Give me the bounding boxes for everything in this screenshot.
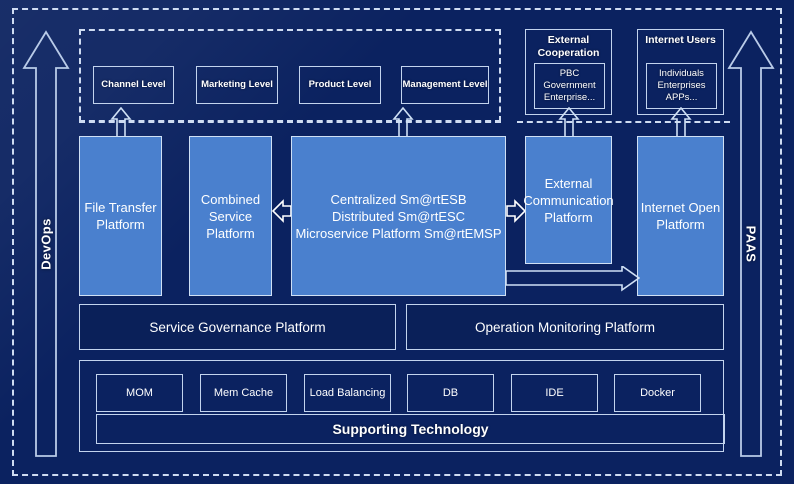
tech-label: Mem Cache	[213, 387, 274, 399]
platform-label: External Communication Platform	[523, 175, 614, 225]
supporting-technology-bar[interactable]: Supporting Technology	[96, 414, 725, 444]
governance-label: Operation Monitoring Platform	[474, 319, 656, 335]
level-box-channel[interactable]: Channel Level	[93, 66, 174, 104]
tech-label: DB	[442, 387, 459, 399]
supporting-technology-label: Supporting Technology	[332, 421, 489, 437]
external-region-divider	[517, 121, 730, 123]
level-box-product[interactable]: Product Level	[299, 66, 381, 104]
internet-users-body-box: Individuals Enterprises APPs...	[646, 63, 717, 109]
devops-arrow-shape	[22, 30, 70, 457]
level-box-management[interactable]: Management Level	[401, 66, 489, 104]
devops-arrow-label: DevOps	[38, 218, 54, 270]
up-arrow-icon-channel	[110, 107, 132, 138]
level-label: Marketing Level	[201, 79, 273, 90]
platform-external-communication[interactable]: External Communication Platform	[523, 136, 614, 264]
governance-label: Service Governance Platform	[149, 319, 326, 335]
right-arrow-icon-core-to-external	[506, 198, 526, 224]
service-governance-platform[interactable]: Service Governance Platform	[79, 304, 396, 350]
tech-item-db[interactable]: DB	[407, 374, 494, 412]
external-cooperation-group[interactable]: External Cooperation PBC Government Ente…	[525, 29, 612, 115]
level-label: Management Level	[402, 79, 488, 90]
up-arrow-icon-management	[392, 107, 414, 138]
paas-arrow-label: PAAS	[743, 225, 759, 263]
platform-core-esb[interactable]: Centralized Sm@rtESB Distributed Sm@rtES…	[291, 136, 506, 296]
level-label: Product Level	[308, 79, 372, 90]
internet-users-title: Internet Users	[645, 34, 716, 46]
platform-label: Internet Open Platform	[640, 200, 721, 232]
platform-label: Centralized Sm@rtESB Distributed Sm@rtES…	[295, 191, 502, 241]
platform-internet-open[interactable]: Internet Open Platform	[637, 136, 724, 296]
tech-label: Docker	[640, 387, 675, 399]
tech-item-mom[interactable]: MOM	[96, 374, 183, 412]
up-arrow-icon-internet-users	[670, 107, 692, 138]
operation-monitoring-platform[interactable]: Operation Monitoring Platform	[406, 304, 724, 350]
left-arrow-icon-core-to-combined	[272, 198, 292, 224]
paas-arrow: PAAS	[727, 28, 775, 460]
level-box-marketing[interactable]: Marketing Level	[196, 66, 278, 104]
tech-item-mem-cache[interactable]: Mem Cache	[200, 374, 287, 412]
external-cooperation-title: External Cooperation	[537, 34, 600, 59]
internet-users-group[interactable]: Internet Users Individuals Enterprises A…	[637, 29, 724, 115]
platform-file-transfer[interactable]: File Transfer Platform	[79, 136, 162, 296]
tech-item-load-balancing[interactable]: Load Balancing	[304, 374, 391, 412]
devops-arrow: DevOps	[22, 28, 70, 460]
internet-users-body: Individuals Enterprises APPs...	[657, 68, 706, 103]
external-cooperation-body: PBC Government Enterprise...	[543, 68, 596, 103]
external-cooperation-body-box: PBC Government Enterprise...	[534, 63, 605, 109]
tech-label: IDE	[545, 387, 564, 399]
consumer-region-divider	[79, 121, 501, 123]
platform-label: Combined Service Platform	[200, 191, 261, 241]
tech-label: Load Balancing	[309, 387, 386, 399]
tech-item-docker[interactable]: Docker	[614, 374, 701, 412]
tech-label: MOM	[126, 387, 153, 399]
level-label: Channel Level	[101, 79, 166, 90]
supporting-technology-region	[79, 360, 724, 452]
tech-item-ide[interactable]: IDE	[511, 374, 598, 412]
platform-combined-service[interactable]: Combined Service Platform	[189, 136, 272, 296]
up-arrow-icon-external-cooperation	[558, 107, 580, 138]
flow-arrow-icon-core-to-internet-open	[506, 266, 640, 292]
platform-label: File Transfer Platform	[84, 200, 157, 232]
paas-arrow-shape	[727, 30, 775, 457]
